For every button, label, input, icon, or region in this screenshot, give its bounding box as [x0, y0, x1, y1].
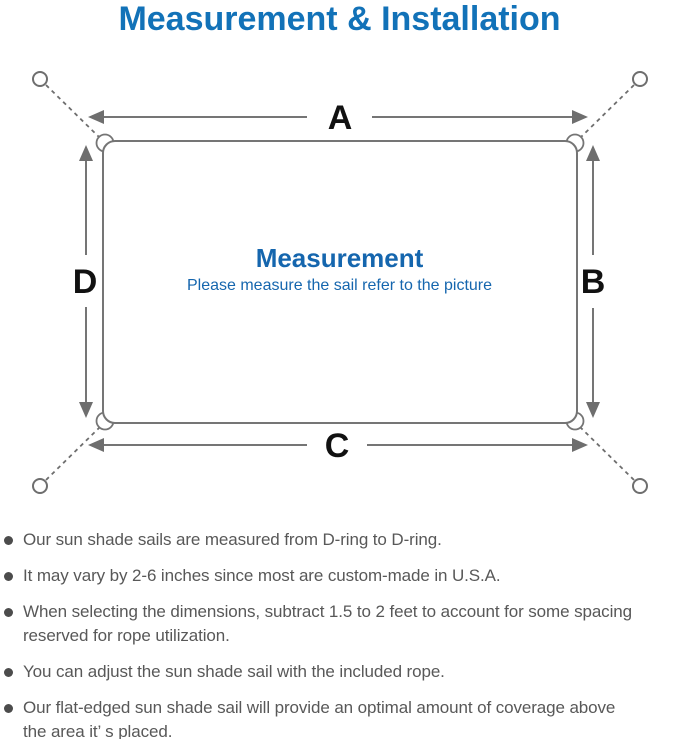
rope-line-bottom-right [579, 426, 635, 481]
dim-label-d: D [73, 263, 98, 301]
caption-heading: Measurement [255, 243, 424, 273]
list-item: Our sun shade sails are measured from D-… [4, 528, 679, 552]
dim-c-arrow-right-icon [572, 438, 588, 452]
page-title: Measurement & Installation [118, 0, 561, 38]
bullet-icon [4, 572, 13, 581]
note-line: You can adjust the sun shade sail with t… [23, 662, 445, 681]
notes-list: Our sun shade sails are measured from D-… [0, 528, 679, 739]
mount-ring-top-right-icon [632, 71, 648, 87]
dim-label-a: A [328, 99, 353, 137]
note-line: the area it’ s placed. [23, 722, 173, 739]
note-line: It may vary by 2-6 inches since most are… [23, 566, 501, 585]
measurement-diagram: A C D B [32, 71, 648, 494]
note-line: When selecting the dimensions, subtract … [23, 602, 632, 621]
list-item: When selecting the dimensions, subtract … [4, 600, 679, 648]
bullet-icon [4, 704, 13, 713]
dim-d-arrow-up-icon [79, 145, 93, 161]
diagram-caption: Measurement Please measure the sail refe… [0, 243, 679, 296]
note-line: Our sun shade sails are measured from D-… [23, 530, 442, 549]
rope-line-top-right [579, 84, 635, 139]
dim-b-arrow-up-icon [586, 145, 600, 161]
dim-a-arrow-left-icon [88, 110, 104, 124]
note-line: Our flat-edged sun shade sail will provi… [23, 698, 616, 717]
list-item: Our flat-edged sun shade sail will provi… [4, 696, 679, 739]
mount-ring-bottom-right-icon [632, 478, 648, 494]
dim-c-arrow-left-icon [88, 438, 104, 452]
list-item: It may vary by 2-6 inches since most are… [4, 564, 679, 588]
dim-label-c: C [325, 427, 350, 465]
rope-line-bottom-left [45, 426, 101, 481]
bullet-icon [4, 536, 13, 545]
dim-label-b: B [581, 263, 606, 301]
rope-line-top-left [45, 84, 101, 139]
sail-rectangle [102, 140, 578, 424]
list-item: You can adjust the sun shade sail with t… [4, 660, 679, 684]
caption-subtitle: Please measure the sail refer to the pic… [186, 277, 493, 294]
bullet-icon [4, 668, 13, 677]
mount-ring-bottom-left-icon [32, 478, 48, 494]
note-line: reserved for rope utilization. [23, 626, 230, 645]
mount-ring-top-left-icon [32, 71, 48, 87]
dim-d-arrow-down-icon [79, 402, 93, 418]
dim-a-arrow-right-icon [572, 110, 588, 124]
bullet-icon [4, 608, 13, 617]
dim-b-arrow-down-icon [586, 402, 600, 418]
